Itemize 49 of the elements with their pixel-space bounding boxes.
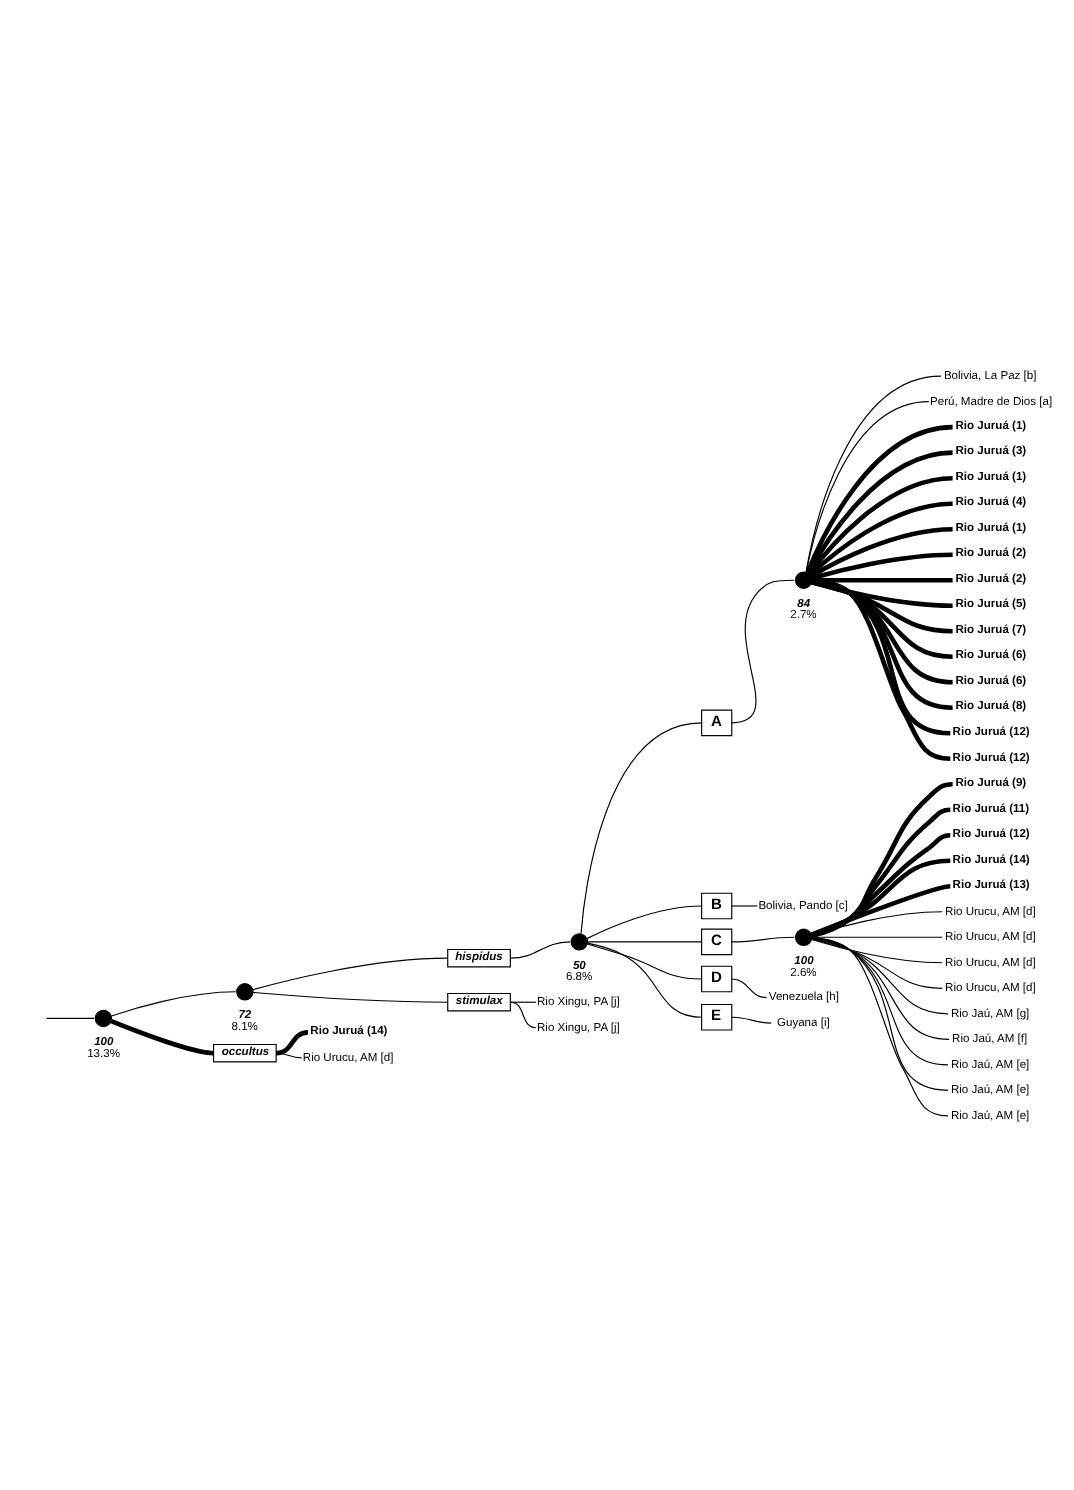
connector (731, 904, 758, 906)
connector (811, 937, 943, 988)
connector (275, 1029, 309, 1055)
connector (586, 904, 703, 939)
connector (811, 936, 950, 1039)
connector (811, 937, 943, 963)
connector (805, 423, 953, 573)
connector (810, 857, 951, 937)
connector (252, 990, 449, 1002)
connector (509, 940, 571, 958)
connector (275, 1051, 303, 1058)
connector (811, 910, 943, 935)
node-circle (236, 982, 254, 1000)
connector (811, 578, 953, 633)
node-circle (570, 932, 588, 950)
node-circle (94, 1008, 113, 1027)
connector (810, 551, 953, 580)
connector (731, 977, 768, 998)
connector (811, 937, 949, 1014)
connector (252, 956, 449, 990)
connector (806, 449, 953, 574)
connector (811, 577, 953, 684)
connector (810, 831, 951, 937)
connector (811, 936, 949, 1065)
connector (509, 1000, 537, 1002)
connector (810, 525, 953, 578)
node-circle (794, 570, 813, 588)
connector (586, 941, 703, 1017)
connector (46, 1016, 95, 1019)
connector (580, 721, 703, 934)
connector (810, 579, 953, 608)
connector (731, 578, 795, 723)
node-circle (794, 927, 813, 945)
connector (811, 806, 951, 937)
connector (805, 400, 930, 572)
connector (808, 500, 953, 576)
connector (509, 1000, 537, 1028)
connector (110, 1018, 214, 1055)
connector (586, 942, 703, 979)
connector (587, 940, 703, 942)
connector (811, 578, 953, 659)
connector (805, 374, 942, 572)
connector (111, 990, 237, 1016)
connector (811, 780, 953, 938)
connector (811, 577, 953, 710)
connector (731, 935, 795, 942)
connector (807, 474, 953, 575)
connector (731, 1015, 772, 1023)
connector (810, 883, 951, 936)
